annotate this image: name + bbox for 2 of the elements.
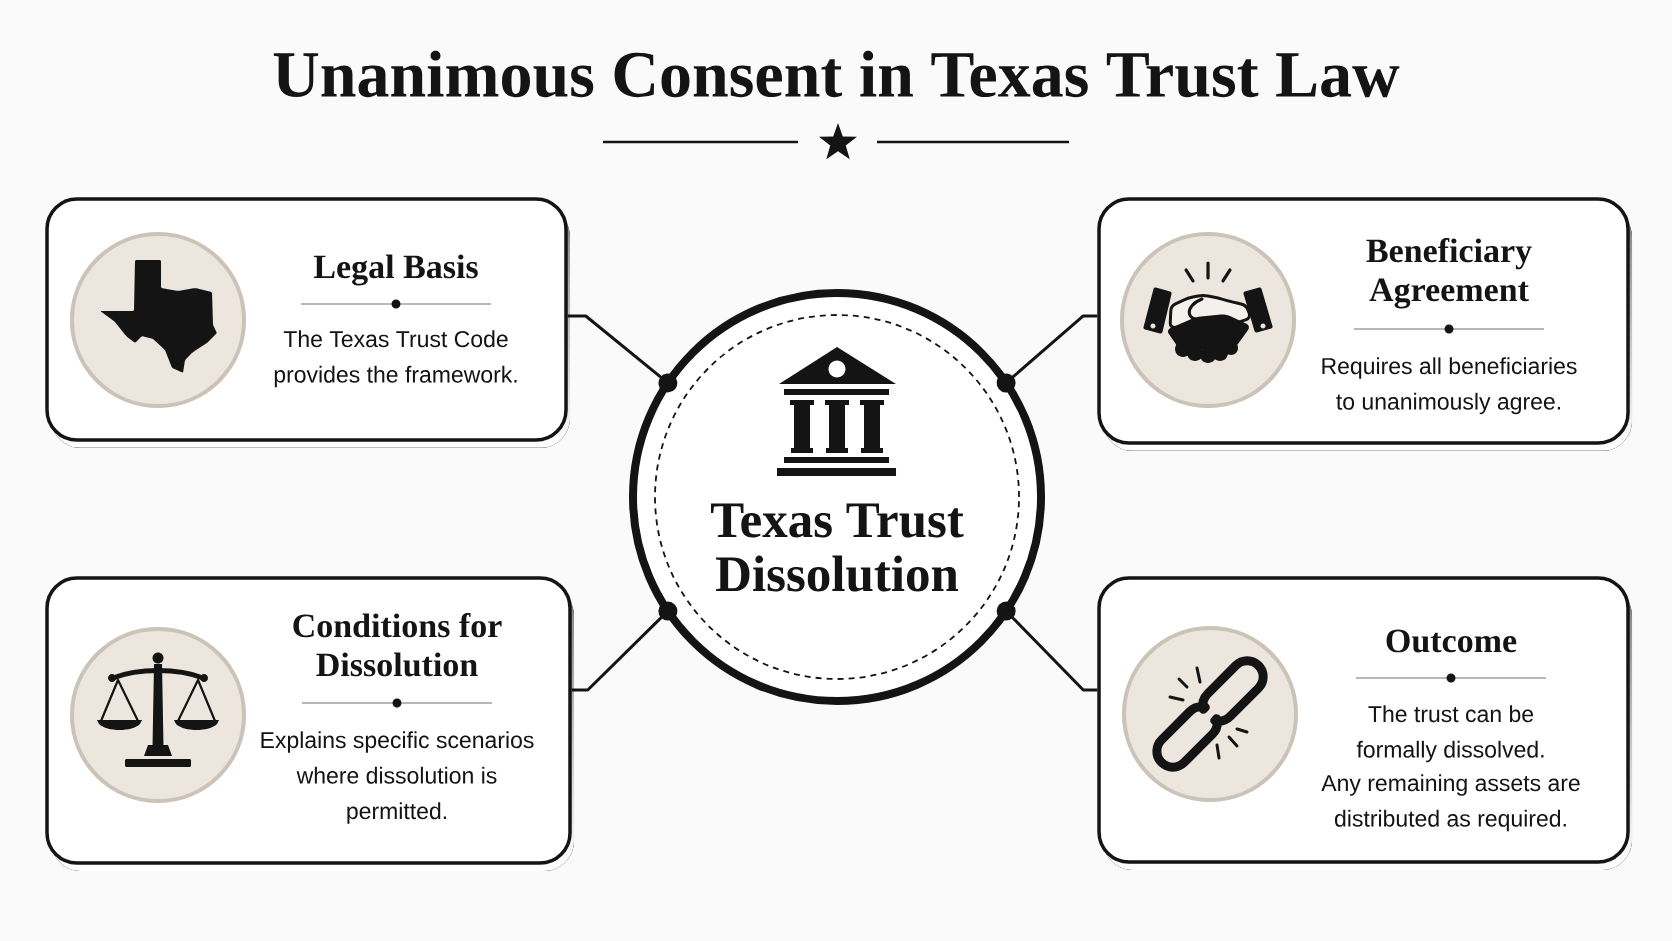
hub-title: Texas Trust Dissolution <box>711 503 964 592</box>
title: Unanimous Consent in Texas Trust Law <box>273 50 1400 98</box>
